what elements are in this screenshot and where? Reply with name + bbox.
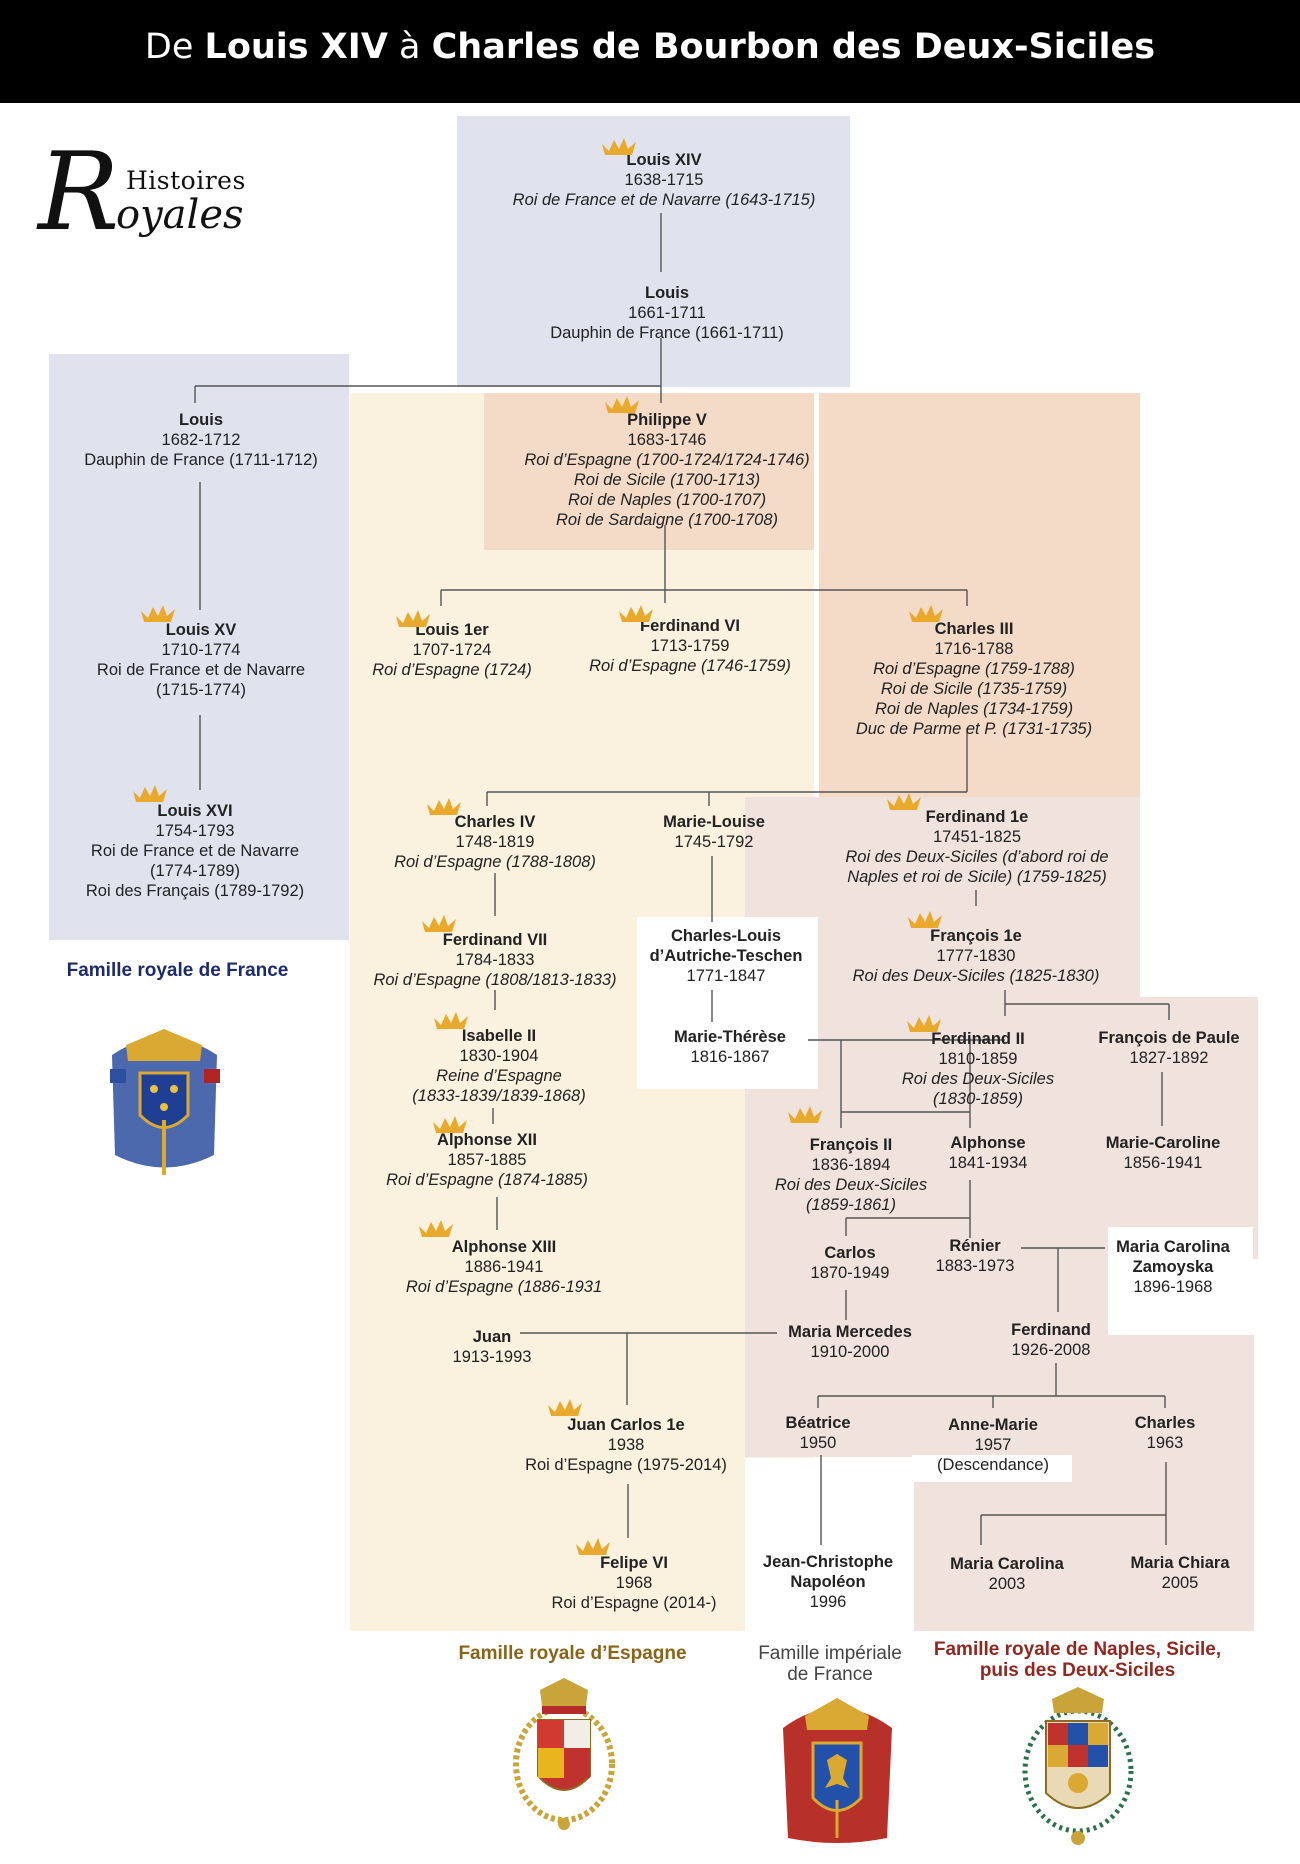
naples-coat-of-arms bbox=[1022, 1687, 1134, 1845]
region-spain-philippe bbox=[484, 393, 814, 550]
family-label-france: Famille royale de France bbox=[66, 960, 289, 981]
region-zamoyska-white bbox=[1108, 1227, 1253, 1335]
crown-icon bbox=[576, 1538, 610, 1555]
logo-word-royales: oyales bbox=[116, 192, 244, 238]
region-naples-bottom bbox=[914, 1334, 1254, 1631]
region-naples-right bbox=[1135, 997, 1258, 1259]
line-francois1e-children bbox=[1004, 990, 1170, 1020]
line-renier-zamoyska bbox=[1021, 1247, 1105, 1312]
line-charles3-children bbox=[486, 728, 968, 806]
crown-icon bbox=[419, 1220, 453, 1237]
imperial-coat-of-arms bbox=[783, 1698, 892, 1843]
region-imperial-white bbox=[745, 1458, 913, 1634]
crown-icon bbox=[434, 1012, 468, 1029]
region-anne-marie-white bbox=[912, 1455, 1072, 1482]
region-france-top bbox=[457, 116, 850, 387]
histoires-royales-logo: R Histoires oyales bbox=[38, 138, 268, 248]
line-philippe-children bbox=[440, 525, 968, 606]
family-label-naples: Famille royale de Naples, Sicile,puis de… bbox=[933, 1639, 1222, 1681]
line-alphonse-children bbox=[845, 1180, 971, 1238]
crown-icon bbox=[602, 138, 636, 155]
crown-icon bbox=[396, 610, 430, 627]
logo-word-histoires: Histoires bbox=[126, 166, 246, 195]
region-charles-iii bbox=[819, 393, 1140, 797]
crown-icon bbox=[788, 1106, 822, 1123]
crown-icon bbox=[422, 915, 456, 932]
line-louis-children bbox=[194, 338, 662, 403]
line-ferdinand2-children bbox=[840, 1040, 971, 1128]
crown-icon bbox=[887, 793, 921, 810]
region-france-left bbox=[49, 354, 349, 940]
crown-icon bbox=[548, 1399, 582, 1416]
crown-icon bbox=[133, 785, 167, 802]
header-bar bbox=[0, 0, 1300, 103]
region-austria-white bbox=[637, 917, 818, 1089]
spain-coat-of-arms bbox=[513, 1678, 615, 1830]
logo-initial: R bbox=[38, 130, 120, 255]
crown-icon bbox=[433, 1116, 467, 1133]
france-coat-of-arms bbox=[110, 1029, 220, 1175]
crown-icon bbox=[908, 911, 942, 928]
line-charles-children bbox=[980, 1462, 1167, 1545]
family-label-spain: Famille royale d’Espagne bbox=[458, 1643, 687, 1664]
line-ferdinand-children bbox=[817, 1363, 1166, 1408]
crown-icon bbox=[427, 798, 461, 815]
crown-icon bbox=[141, 605, 175, 622]
crown-icon bbox=[619, 605, 653, 622]
crown-icon bbox=[907, 1015, 941, 1032]
crown-icon bbox=[605, 396, 639, 413]
crown-icon bbox=[909, 605, 943, 622]
page-title: De Louis XIV à Charles de Bourbon des De… bbox=[144, 27, 1156, 67]
